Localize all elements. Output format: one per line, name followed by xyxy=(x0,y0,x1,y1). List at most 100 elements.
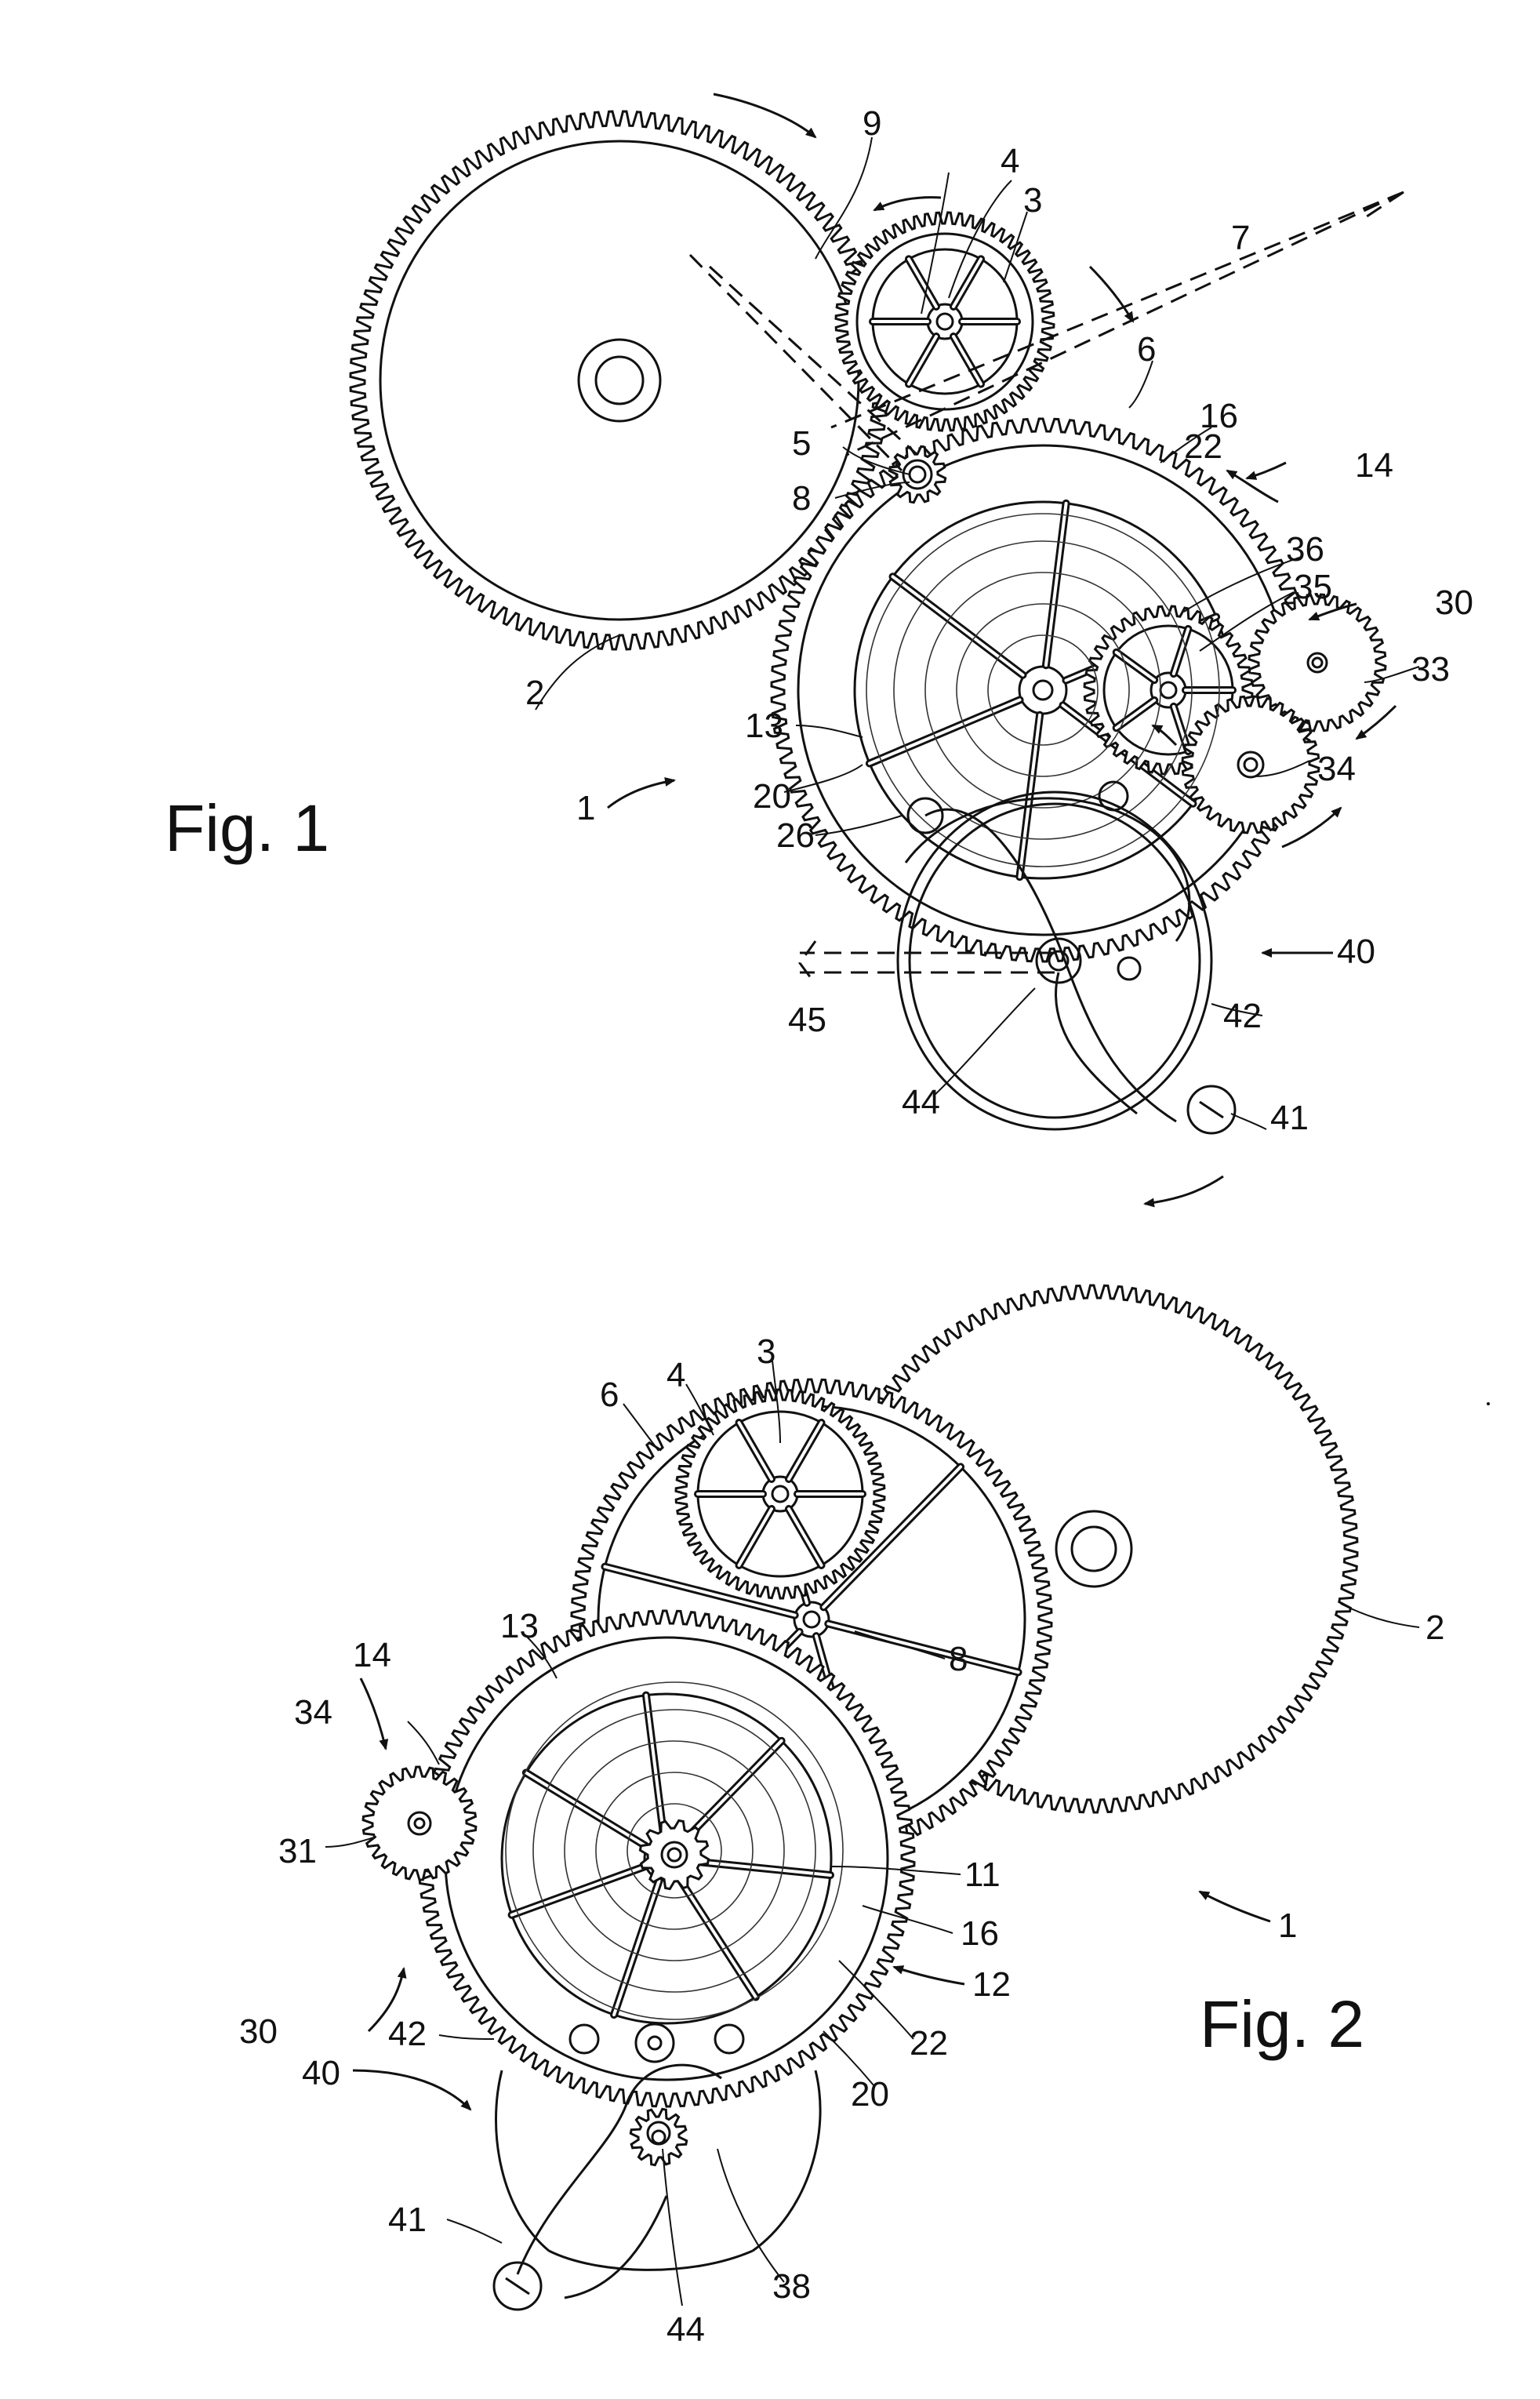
ref-numeral: 6 xyxy=(600,1376,619,1414)
gear-teeth xyxy=(361,1765,478,1881)
ref-numeral: 22 xyxy=(910,2024,948,2063)
gear-spoke xyxy=(1171,627,1190,676)
gear-spoke xyxy=(826,1622,1020,1674)
gear-teeth xyxy=(629,2107,688,2167)
pinion-38 xyxy=(629,2107,688,2167)
ref-numeral: 42 xyxy=(1223,997,1262,1035)
gear-teeth xyxy=(888,445,947,504)
ref-numeral: 5 xyxy=(792,424,811,463)
center-wheel xyxy=(674,1388,886,1600)
gear-spoke xyxy=(510,1865,646,1917)
ref-numeral: 35 xyxy=(1294,568,1332,606)
gear-ring xyxy=(1237,751,1265,779)
gear-spoke xyxy=(907,335,938,386)
gear-spoke xyxy=(952,335,982,386)
ref-numeral: 13 xyxy=(745,707,783,745)
ref-numeral: 20 xyxy=(851,2075,889,2114)
ref-numeral: 44 xyxy=(666,2310,705,2349)
fig1-balance-bridge xyxy=(896,780,1237,1135)
ref-numeral: 36 xyxy=(1286,530,1324,569)
gear-spoke xyxy=(524,1771,648,1848)
gear-ring xyxy=(1306,652,1328,674)
gear-ring xyxy=(413,1817,426,1830)
gear-spoke xyxy=(681,1739,783,1844)
gear-spoke xyxy=(603,1565,797,1617)
gear-spoke xyxy=(891,575,1025,677)
gear-teeth xyxy=(349,110,890,651)
ref-numeral: 1 xyxy=(576,789,595,827)
ref-numeral: 38 xyxy=(772,2267,811,2306)
gear-ring xyxy=(500,1692,833,2025)
gear-ring xyxy=(577,338,662,423)
ref-numeral: 40 xyxy=(1337,932,1375,971)
fig1-leader-lines xyxy=(535,136,1420,1130)
ref-numeral: 30 xyxy=(1435,583,1473,622)
ref-numeral: 14 xyxy=(353,1636,391,1674)
ref-numeral: 41 xyxy=(1270,1099,1309,1137)
gear-ring xyxy=(1070,1525,1117,1572)
gear-spoke xyxy=(822,1465,963,1609)
ref-numeral: 4 xyxy=(666,1356,685,1394)
gear-spoke xyxy=(787,1421,823,1481)
ref-numeral: 11 xyxy=(964,1856,1001,1894)
ref-numeral: 4 xyxy=(1001,142,1019,180)
pinion-11 xyxy=(638,1819,710,1891)
gear-spoke xyxy=(688,1859,832,1877)
ref-numeral: 3 xyxy=(757,1332,775,1371)
center-wheel xyxy=(834,211,1055,432)
figure-1: 9 4 3 7 6 16 22 14 5 8 36 35 30 33 2 13 … xyxy=(165,93,1473,1208)
gear-teeth xyxy=(770,417,1316,963)
ref-numeral: 8 xyxy=(792,479,811,518)
ref-numeral: 26 xyxy=(776,816,815,855)
gear-ring xyxy=(1032,679,1054,701)
gear-ring xyxy=(594,355,645,405)
ref-numeral: 30 xyxy=(239,2012,278,2051)
ref-numeral: 14 xyxy=(1355,446,1393,485)
ref-numeral: 33 xyxy=(1411,650,1450,689)
gear-spoke xyxy=(1018,713,1042,879)
gear-ring xyxy=(802,1610,821,1629)
fig2-leader-lines xyxy=(325,1360,1420,2306)
gear-spoke xyxy=(787,1507,823,1567)
gear-spoke xyxy=(907,257,938,308)
ref-numeral: 34 xyxy=(294,1693,332,1732)
figure-caption: Fig. 1 xyxy=(165,791,329,865)
ref-numeral: 9 xyxy=(863,104,881,143)
gear-teeth xyxy=(638,1819,710,1891)
ref-numeral: 12 xyxy=(972,1965,1011,2004)
gear-teeth xyxy=(1181,695,1320,834)
fig2-gear-train xyxy=(361,1284,1359,2167)
gear-spoke xyxy=(1044,501,1068,667)
ref-numeral: 44 xyxy=(902,1083,940,1121)
gear-ring xyxy=(1243,757,1259,772)
ref-numeral: 22 xyxy=(1184,427,1222,466)
ref-numeral: 16 xyxy=(961,1914,999,1953)
ref-numeral: 13 xyxy=(500,1607,539,1645)
driving-pinion-5 xyxy=(888,445,947,504)
figure-caption: Fig. 2 xyxy=(1200,1987,1364,2061)
gear-ring xyxy=(1055,1510,1133,1588)
fig1-dashed-axes xyxy=(688,191,1404,985)
gear-spoke xyxy=(952,257,982,308)
wheel-33 xyxy=(1248,593,1387,732)
ref-numeral: 42 xyxy=(388,2015,427,2053)
gear-spoke xyxy=(612,1879,661,2017)
ref-numeral: 6 xyxy=(1137,330,1156,369)
wheel-34 xyxy=(361,1765,478,1881)
fig2-hairspring xyxy=(505,1681,844,2020)
ref-numeral: 31 xyxy=(278,1832,317,1870)
ref-numeral: 2 xyxy=(525,674,544,712)
ref-numeral: 40 xyxy=(302,2054,340,2092)
gear-spoke xyxy=(644,1693,666,1837)
gear-teeth xyxy=(1248,593,1387,732)
ref-numeral: 16 xyxy=(1200,397,1238,435)
ref-numeral: 8 xyxy=(949,1640,968,1678)
gear-teeth xyxy=(834,211,1055,432)
fig1-hairspring xyxy=(866,513,1220,867)
ref-numeral: 41 xyxy=(388,2201,427,2239)
fig1-reference-numerals: 9 4 3 7 6 16 22 14 5 8 36 35 30 33 2 13 … xyxy=(525,104,1473,1137)
gear-ring xyxy=(407,1811,432,1836)
ref-numeral: 45 xyxy=(788,1001,826,1039)
gear-spoke xyxy=(677,1877,757,1999)
